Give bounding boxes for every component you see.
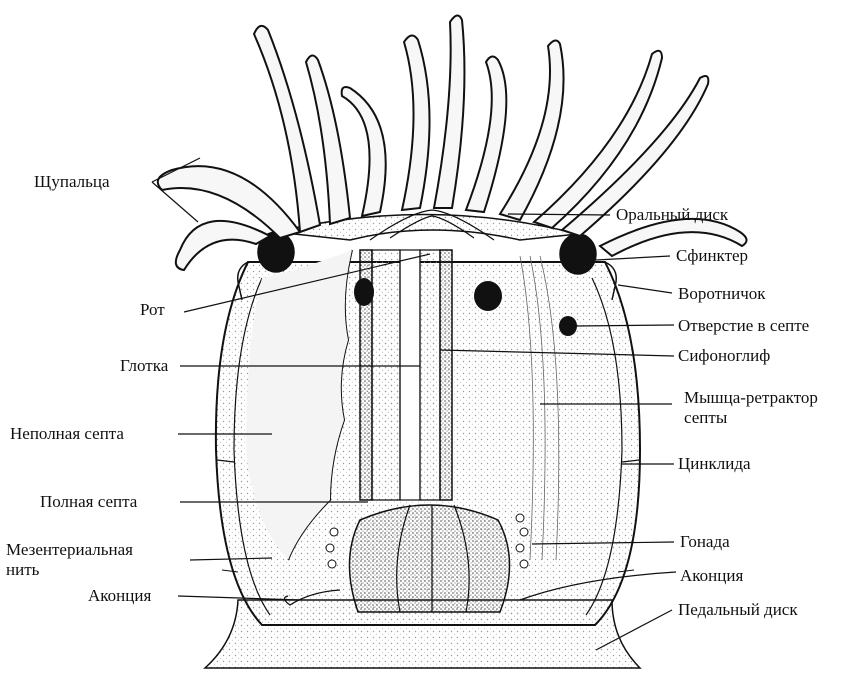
label-pedal-disc: Педальный диск xyxy=(678,600,798,620)
pharynx-lumen xyxy=(400,250,420,500)
label-sphincter: Сфинктер xyxy=(676,246,748,266)
sphincter-right xyxy=(560,234,596,274)
tentacles-group xyxy=(158,15,747,270)
label-mesenterial-thread: Мезентериальная нить xyxy=(6,540,186,580)
label-retractor-line2: септы xyxy=(684,408,864,428)
label-mouth: Рот xyxy=(140,300,165,320)
label-oral-disc: Оральный диск xyxy=(616,205,728,225)
label-tentacles: Щупальца xyxy=(34,172,110,192)
septum-opening-lower xyxy=(559,316,577,336)
label-acontium-left: Аконция xyxy=(88,586,151,606)
label-septum-opening: Отверстие в септе xyxy=(678,316,809,336)
label-mesenterial-line2: нить xyxy=(6,560,186,580)
label-mesenterial-line1: Мезентериальная xyxy=(6,540,186,560)
septum-opening-upper xyxy=(474,281,502,311)
label-pharynx: Глотка xyxy=(120,356,168,376)
label-complete-septum: Полная септа xyxy=(40,492,137,512)
label-acontium-right: Аконция xyxy=(680,566,743,586)
label-retractor-muscle: Мышца-ретрактор септы xyxy=(684,388,864,428)
label-retractor-line1: Мышца-ретрактор xyxy=(684,388,864,408)
label-collar: Воротничок xyxy=(678,284,766,304)
label-cinclide: Цинклида xyxy=(678,454,751,474)
label-gonad: Гонада xyxy=(680,532,730,552)
label-incomplete-septum: Неполная септа xyxy=(10,424,124,444)
septum-opening-left xyxy=(354,278,374,306)
oral-disc-shape xyxy=(276,214,578,240)
gastric-lobes xyxy=(349,505,509,612)
label-siphonoglyph: Сифоноглиф xyxy=(678,346,770,366)
